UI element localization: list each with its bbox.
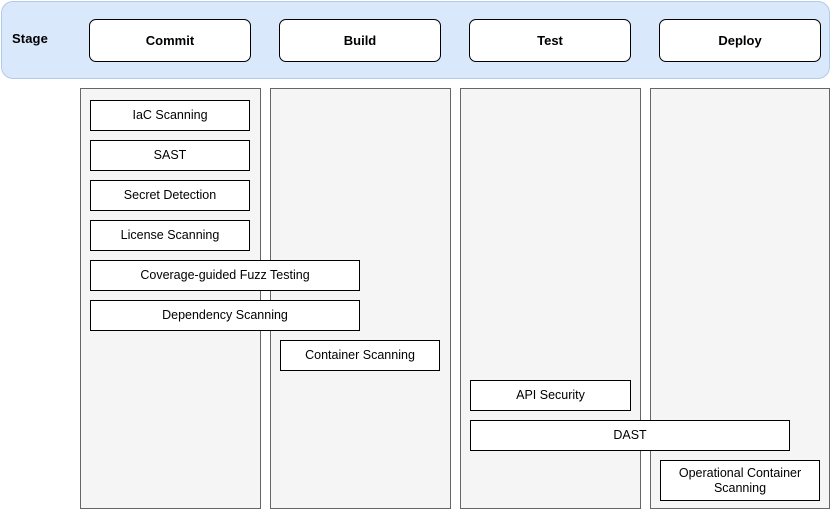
stage-button-test[interactable]: Test [469,19,631,62]
practice-box[interactable]: Operational Container Scanning [660,460,820,501]
stage-button-deploy[interactable]: Deploy [659,19,821,62]
practice-box[interactable]: License Scanning [90,220,250,251]
stage-button-build[interactable]: Build [279,19,441,62]
practice-box[interactable]: API Security [470,380,631,411]
practice-box[interactable]: Secret Detection [90,180,250,211]
practice-box[interactable]: Dependency Scanning [90,300,360,331]
practice-box[interactable]: IaC Scanning [90,100,250,131]
practice-box[interactable]: Coverage-guided Fuzz Testing [90,260,360,291]
practice-box[interactable]: SAST [90,140,250,171]
practice-box[interactable]: DAST [470,420,790,451]
stage-button-commit[interactable]: Commit [89,19,251,62]
stage-row-label: Stage [12,31,48,46]
stage-column-build [270,88,451,509]
practice-box[interactable]: Container Scanning [280,340,440,371]
